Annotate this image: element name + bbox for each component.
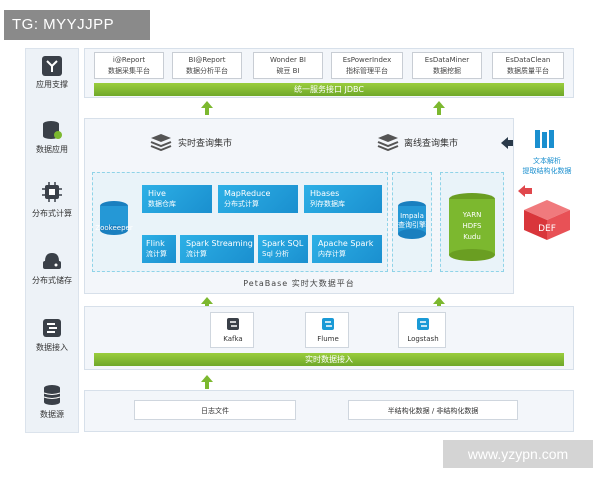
layers-icon bbox=[150, 134, 172, 151]
kafka-box: Kafka bbox=[210, 312, 254, 348]
up-arrow-icon bbox=[201, 375, 213, 389]
zookeeper-cylinder-icon bbox=[100, 201, 128, 235]
app-support-icon bbox=[42, 56, 62, 76]
platform-label: PetaBase 实时大数据平台 bbox=[243, 279, 355, 288]
label-data-ingest: 数据接入 bbox=[36, 343, 68, 352]
watermark-url: www.yzypn.com bbox=[443, 440, 593, 468]
left-arrow-icon bbox=[518, 185, 532, 197]
hdfs-cylinder-icon bbox=[449, 193, 495, 261]
cpu-icon bbox=[42, 182, 62, 202]
ingest-bar: 实时数据接入 bbox=[94, 353, 564, 366]
watermark-tag: TG: MYYJJPP bbox=[4, 10, 150, 40]
yarn-hdfs-kudu-label: YARN HDFS Kudu bbox=[462, 211, 482, 241]
up-arrow-icon bbox=[433, 101, 445, 115]
unstructured-source: 半结构化数据 / 非结构化数据 bbox=[348, 400, 518, 420]
up-arrow-icon bbox=[433, 297, 445, 311]
zookeeper-label: Zookeeper bbox=[95, 224, 133, 232]
ingest-icon bbox=[43, 319, 61, 337]
database-icon bbox=[43, 121, 62, 139]
label-app-support: 应用支撑 bbox=[36, 80, 68, 89]
left-arrow-icon bbox=[501, 137, 513, 149]
def-cube-icon bbox=[524, 200, 570, 240]
data-source-icon bbox=[43, 385, 61, 405]
label-distributed-compute: 分布式计算 bbox=[32, 209, 72, 218]
flume-box: Flume bbox=[305, 312, 349, 348]
label-data-source: 数据源 bbox=[40, 410, 64, 419]
text-parse-label: 文本解析 提取结构化数据 bbox=[522, 157, 572, 175]
category-column: 应用支撑 数据应用 分布式计算 分布式储存 数据接入 数据源 bbox=[25, 48, 79, 433]
realtime-query-label: 实时查询集市 bbox=[178, 139, 233, 149]
label-data-app: 数据应用 bbox=[36, 145, 68, 154]
books-icon bbox=[535, 130, 554, 148]
logstash-icon bbox=[417, 318, 429, 330]
layers-icon bbox=[377, 134, 399, 151]
offline-query-label: 离线查询集市 bbox=[404, 139, 459, 149]
storage-icon bbox=[43, 253, 61, 269]
kafka-icon bbox=[227, 318, 239, 330]
log-file-source: 日志文件 bbox=[134, 400, 296, 420]
jdbc-bar: 统一服务接口 JDBC bbox=[94, 83, 564, 96]
impala-cylinder-icon bbox=[398, 201, 426, 239]
label-distributed-storage: 分布式储存 bbox=[32, 276, 72, 285]
logstash-box: Logstash bbox=[398, 312, 446, 348]
flume-icon bbox=[322, 318, 334, 330]
up-arrow-icon bbox=[201, 297, 213, 311]
def-label: DEF bbox=[538, 224, 556, 234]
up-arrow-icon bbox=[201, 101, 213, 115]
